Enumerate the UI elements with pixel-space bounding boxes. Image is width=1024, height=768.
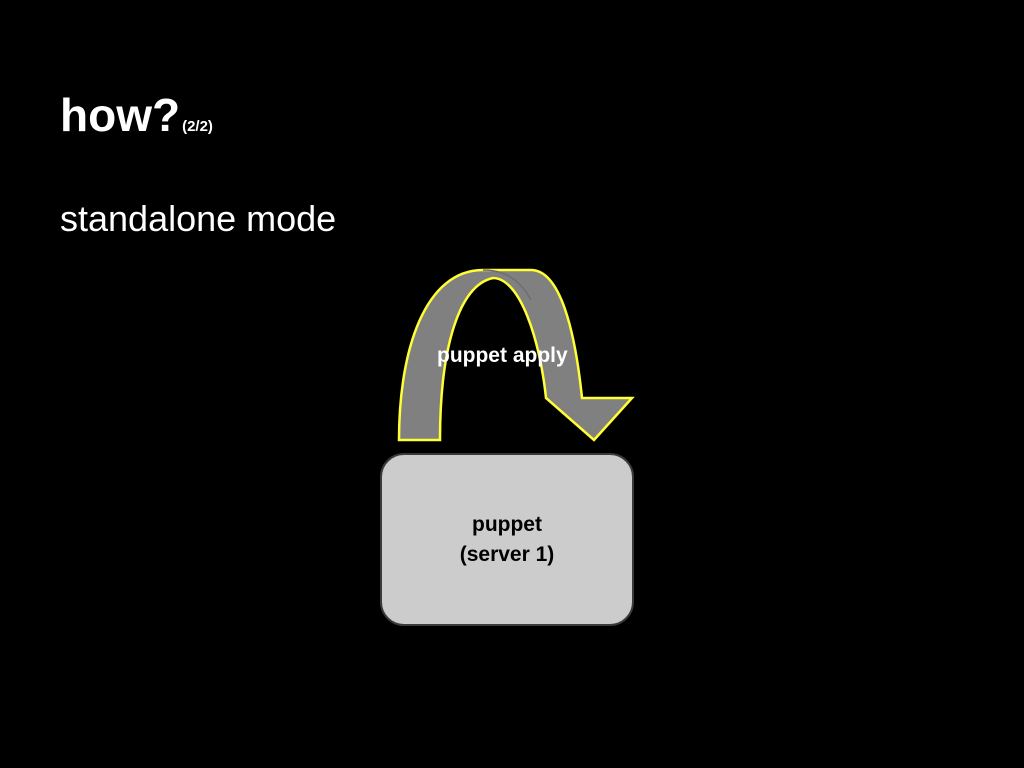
page-indicator: (2/2) [182,118,213,135]
loop-arrow-icon [397,268,635,442]
slide-subtitle: standalone mode [60,198,337,239]
slide-title: how?(2/2) [60,92,213,138]
arrow-label: puppet apply [437,344,568,367]
server-node: puppet (server 1) [380,453,634,626]
loop-arrow-seam [482,269,532,301]
server-node-line2: (server 1) [459,542,555,566]
title-text: how? [60,89,181,141]
server-node-line1: puppet [472,512,542,536]
